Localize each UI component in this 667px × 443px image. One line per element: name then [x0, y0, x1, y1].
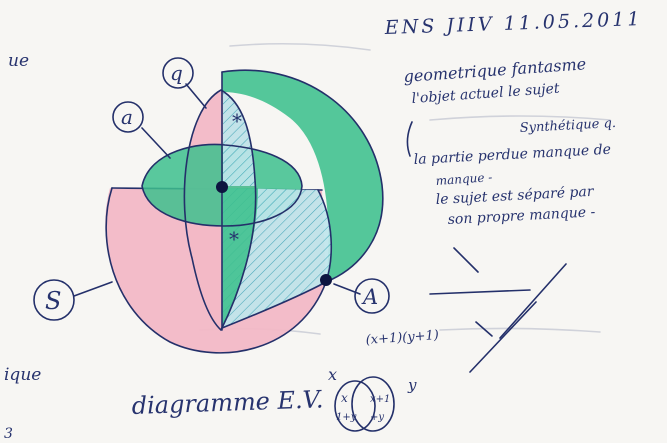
note-line-1: geometrique fantasme: [403, 54, 587, 86]
q-leader-line: [186, 84, 206, 108]
sketch-horizontal: [430, 290, 530, 294]
star-mark-lower: *: [229, 227, 239, 251]
formula-c1-top: x: [341, 391, 348, 405]
sketch-diagonal-2: [470, 302, 536, 372]
diagram-caption: diagramme E.V.: [131, 385, 324, 420]
s-leader-line: [74, 282, 112, 296]
star-mark-upper: *: [232, 109, 242, 133]
margin-fragment-corner: 3: [4, 426, 13, 442]
formula-c2-top: x+1: [370, 394, 390, 405]
header-text: ENS JIIV 11.05.2011: [383, 8, 642, 39]
q-label: q: [170, 61, 183, 85]
note-line-3: Synthétique q.: [519, 116, 616, 136]
sketch-diagonal-1: [500, 264, 566, 338]
formula-y: y: [407, 376, 417, 394]
note-line-2: l'objet actuel le sujet: [411, 81, 560, 107]
formula-top: (x+1)(y+1): [365, 328, 439, 348]
A-label: A: [361, 285, 378, 309]
note-bracket: [407, 122, 412, 156]
a-leader-line: [142, 128, 170, 158]
s-label: S: [45, 287, 61, 315]
formula-x: x: [328, 365, 337, 384]
margin-fragment-top: ue: [8, 51, 29, 71]
note-line-4: la partie perdue manque de: [413, 142, 611, 168]
a-label: a: [121, 105, 133, 129]
formula-c1-bottom: 1+y: [336, 412, 357, 423]
sketch-diagonal-long: [454, 248, 478, 272]
note-line-6: le sujet est séparé par: [435, 184, 595, 208]
a-point-dot: [320, 274, 332, 286]
formula-c2-bottom: +y: [370, 412, 384, 423]
center-dot: [216, 181, 228, 193]
note-line-7: son propre manque -: [447, 204, 596, 228]
note-line-5: manque -: [435, 170, 492, 188]
margin-fragment-bottom: ique: [4, 365, 41, 385]
